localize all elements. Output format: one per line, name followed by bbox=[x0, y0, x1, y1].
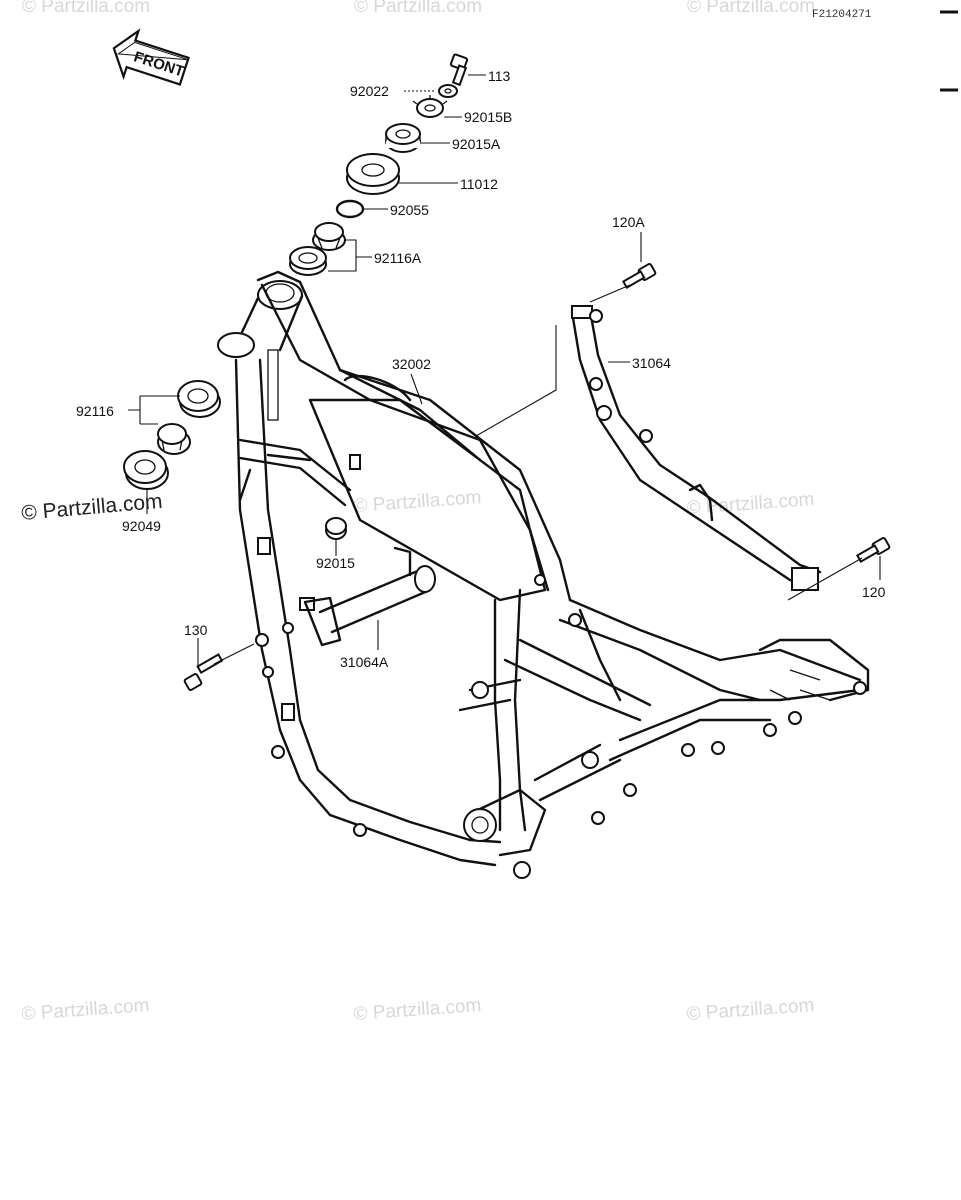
steering-stem-parts bbox=[289, 53, 469, 276]
watermark: © Partzilla.com bbox=[353, 487, 482, 517]
label-31064: 31064 bbox=[632, 355, 671, 371]
watermark: © Partzilla.com bbox=[686, 995, 815, 1025]
bearing-roller-92116 bbox=[157, 423, 191, 455]
diagram-code: F21204271 bbox=[812, 9, 872, 21]
label-92015B: 92015B bbox=[464, 109, 512, 125]
label-92116: 92116 bbox=[76, 403, 114, 419]
watermark: © Partzilla.com bbox=[21, 995, 150, 1025]
nut-92015 bbox=[325, 517, 347, 540]
seal-92049 bbox=[123, 450, 169, 490]
label-130: 130 bbox=[184, 622, 208, 638]
bolt-113 bbox=[449, 53, 469, 87]
label-92015A: 92015A bbox=[452, 136, 501, 152]
part-labels: 113 92022 92015B 92015A 11012 92055 9211… bbox=[76, 68, 886, 670]
nut-92015A bbox=[385, 123, 421, 153]
label-32002: 32002 bbox=[392, 356, 431, 372]
label-92049: 92049 bbox=[122, 518, 161, 534]
leader-lines bbox=[128, 74, 881, 668]
label-92116A: 92116A bbox=[374, 250, 422, 266]
watermark: © Partzilla.com bbox=[687, 0, 815, 17]
frame-32002 bbox=[217, 270, 870, 879]
bearing-race-92116 bbox=[177, 380, 221, 418]
label-120A: 120A bbox=[612, 214, 645, 230]
cap-11012 bbox=[346, 153, 400, 195]
label-120: 120 bbox=[862, 584, 886, 600]
label-31064A: 31064A bbox=[340, 654, 389, 670]
nut-92015B bbox=[412, 95, 448, 118]
side-rail-31064 bbox=[570, 305, 822, 592]
label-11012: 11012 bbox=[460, 176, 498, 192]
washer-92022 bbox=[438, 84, 458, 98]
oring-92055 bbox=[335, 199, 365, 219]
bolt-120 bbox=[855, 537, 891, 563]
bearing-92116A bbox=[289, 222, 346, 276]
cross-pipe-31064A bbox=[303, 546, 436, 647]
label-92015: 92015 bbox=[316, 555, 355, 571]
label-92055: 92055 bbox=[390, 202, 429, 218]
bolt-130 bbox=[183, 653, 224, 691]
watermark: © Partzilla.com bbox=[354, 0, 482, 17]
label-92022: 92022 bbox=[350, 83, 389, 99]
watermark: © Partzilla.com bbox=[22, 0, 150, 17]
watermark: © Partzilla.com bbox=[353, 995, 482, 1025]
label-113: 113 bbox=[488, 68, 511, 84]
bolt-120A bbox=[621, 263, 657, 289]
lower-bearing-parts bbox=[123, 380, 221, 490]
front-direction-arrow: FRONT bbox=[112, 28, 190, 86]
